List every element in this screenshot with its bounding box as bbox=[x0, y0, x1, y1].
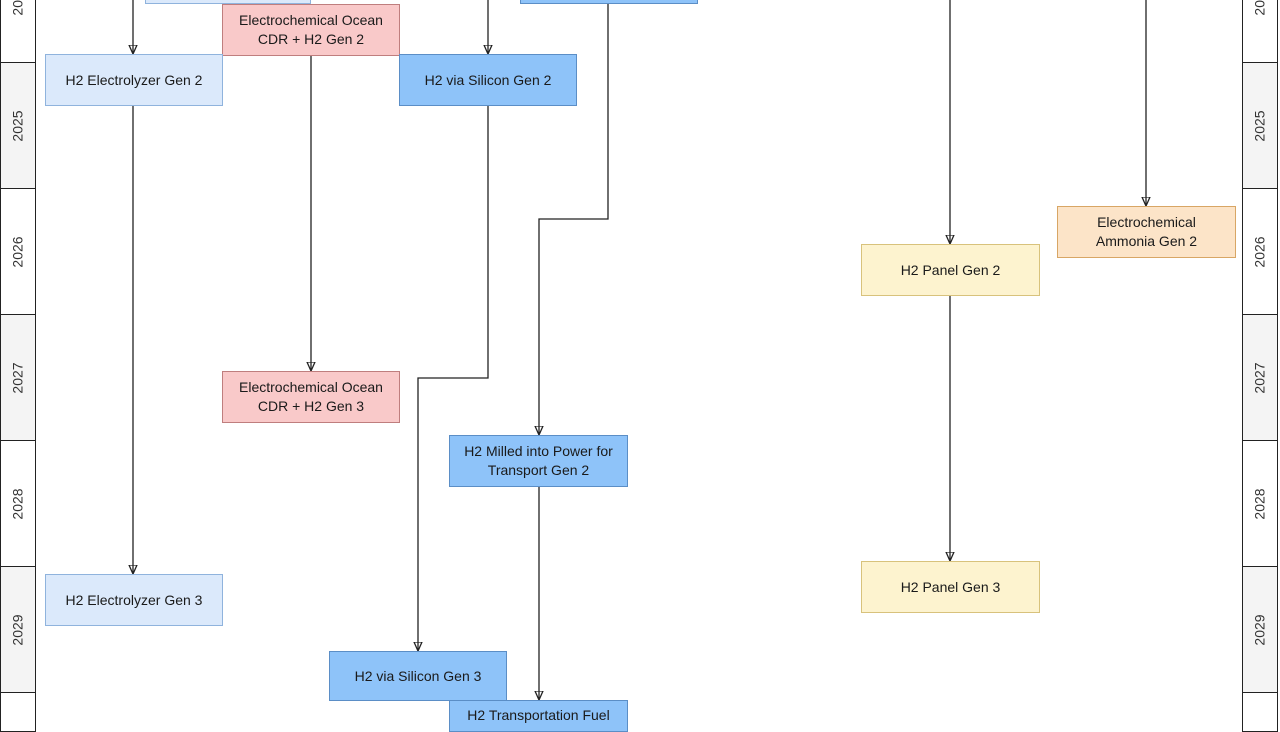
node-silicon-gen3[interactable]: H2 via Silicon Gen 3 bbox=[329, 651, 507, 701]
year-label: 2027 bbox=[1252, 361, 1268, 394]
node-panel-gen2[interactable]: H2 Panel Gen 2 bbox=[861, 244, 1040, 296]
year-cell: 2026 bbox=[0, 188, 36, 315]
year-cell: 2025 bbox=[0, 62, 36, 189]
year-label: 2028 bbox=[1252, 487, 1268, 520]
node-transport-fuel[interactable]: H2 Transportation Fuel bbox=[449, 700, 628, 732]
node-top-blue[interactable] bbox=[520, 0, 698, 4]
year-label: 2029 bbox=[10, 613, 26, 646]
node-ocean-cdr-gen2[interactable]: Electrochemical Ocean CDR + H2 Gen 2 bbox=[222, 4, 400, 56]
edge-silicon-gen2-to-gen3 bbox=[418, 106, 489, 650]
year-cell-partial bbox=[0, 692, 36, 732]
year-label: 2025 bbox=[10, 109, 26, 142]
node-electrolyzer-gen3[interactable]: H2 Electrolyzer Gen 3 bbox=[45, 574, 223, 626]
year-label: 2027 bbox=[10, 361, 26, 394]
year-cell-partial bbox=[1242, 692, 1278, 732]
year-cell: 2028 bbox=[1242, 440, 1278, 567]
node-panel-gen3[interactable]: H2 Panel Gen 3 bbox=[861, 561, 1040, 613]
year-cell: 2029 bbox=[0, 566, 36, 693]
node-ammonia-gen2[interactable]: Electrochemical Ammonia Gen 2 bbox=[1057, 206, 1236, 258]
node-top-light-blue[interactable] bbox=[145, 0, 311, 4]
year-cell: 2025 bbox=[1242, 62, 1278, 189]
year-cell: 2024 bbox=[0, 0, 36, 63]
node-silicon-gen2[interactable]: H2 via Silicon Gen 2 bbox=[399, 54, 577, 106]
year-cell: 2024 bbox=[1242, 0, 1278, 63]
year-label: 2029 bbox=[1252, 613, 1268, 646]
year-label: 2026 bbox=[1252, 235, 1268, 268]
year-label: 2024 bbox=[1252, 0, 1268, 16]
year-label: 2026 bbox=[10, 235, 26, 268]
year-rail-right: 2024 2025 2026 2027 2028 2029 bbox=[1242, 0, 1280, 732]
year-label: 2024 bbox=[10, 0, 26, 16]
year-cell: 2027 bbox=[0, 314, 36, 441]
year-label: 2025 bbox=[1252, 109, 1268, 142]
year-rail-left: 2024 2025 2026 2027 2028 2029 bbox=[0, 0, 38, 732]
node-electrolyzer-gen2[interactable]: H2 Electrolyzer Gen 2 bbox=[45, 54, 223, 106]
year-cell: 2027 bbox=[1242, 314, 1278, 441]
year-cell: 2028 bbox=[0, 440, 36, 567]
year-cell: 2026 bbox=[1242, 188, 1278, 315]
edge-top-blue-to-milled-gen2 bbox=[539, 4, 609, 434]
year-cell: 2029 bbox=[1242, 566, 1278, 693]
node-ocean-cdr-gen3[interactable]: Electrochemical Ocean CDR + H2 Gen 3 bbox=[222, 371, 400, 423]
node-milled-gen2[interactable]: H2 Milled into Power for Transport Gen 2 bbox=[449, 435, 628, 487]
year-label: 2028 bbox=[10, 487, 26, 520]
